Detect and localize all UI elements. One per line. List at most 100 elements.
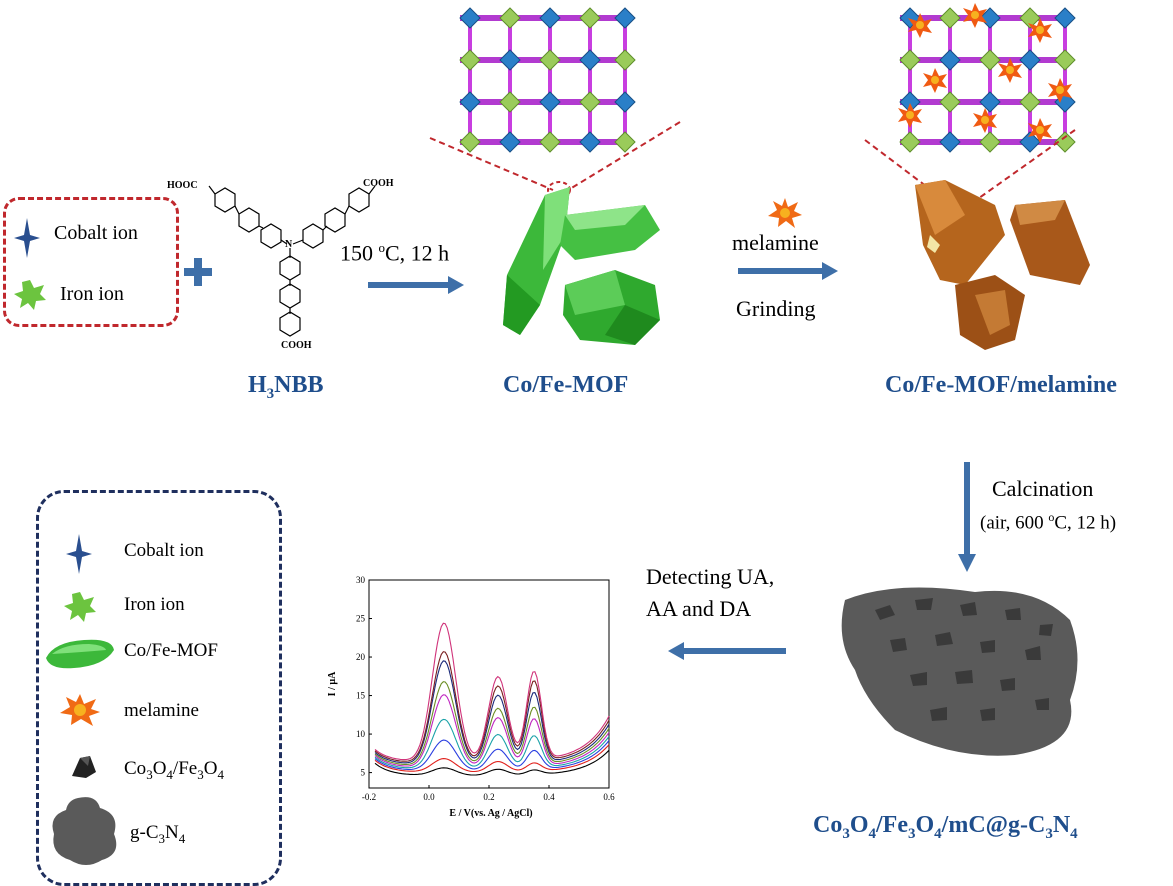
iron-node [614, 49, 636, 71]
iron-node [579, 7, 601, 29]
chart-series-line [374, 739, 610, 770]
linker-bar [548, 18, 552, 60]
legend-mof-label: Co/Fe-MOF [124, 640, 218, 661]
legend-mof-icon [46, 639, 114, 669]
linker-bar [623, 60, 627, 102]
cobalt-node [459, 7, 481, 29]
product3-label: Co3O4/Fe3O4/mC@g-C3N4 [813, 812, 1078, 842]
mof-label: Co/Fe-MOF [503, 372, 629, 398]
step2-action: Grinding [736, 296, 816, 321]
chart-ytick-label: 10 [356, 729, 366, 739]
melamine-small-icon [768, 198, 802, 228]
mof-melamine-lattice-icon [898, 3, 1076, 153]
ligand-structure: HOOC COOH N COOH [167, 178, 394, 351]
linker-bar [988, 18, 992, 60]
iron-node [1054, 131, 1076, 153]
cobalt-node [539, 91, 561, 113]
cobalt-star-icon [14, 218, 40, 258]
melamine-core [1056, 86, 1064, 94]
linker-bar [588, 102, 592, 142]
iron-node [459, 49, 481, 71]
melamine-core [981, 116, 989, 124]
linker-bar [1063, 18, 1067, 60]
iron-node [1019, 7, 1041, 29]
chart-series-line [374, 744, 610, 773]
cobalt-node [939, 49, 961, 71]
linker-bar [948, 60, 952, 102]
iron-node [459, 131, 481, 153]
cobalt-node [579, 49, 601, 71]
melamine-core [1036, 26, 1044, 34]
cobalt-node [499, 49, 521, 71]
legend-oxide-icon [72, 756, 96, 778]
cobalt-node [1054, 7, 1076, 29]
legend-melamine-icon [60, 694, 100, 726]
iron-node [539, 131, 561, 153]
linker-bar [508, 60, 512, 102]
chart-ytick-label: 30 [356, 575, 366, 585]
linker-bar [508, 18, 512, 60]
arrow-step3-icon [958, 462, 976, 572]
legend-box-bottom [36, 490, 282, 886]
ring-bottom-2 [279, 283, 301, 309]
linker-bar [623, 102, 627, 142]
chart-series-line [374, 718, 610, 769]
melamine-core [971, 11, 979, 19]
ring-right-1 [302, 223, 324, 249]
ring-left-1 [214, 187, 236, 213]
ligand-cooh-right: COOH [363, 178, 394, 189]
ring-bottom-3 [279, 311, 301, 337]
step2-reagent: melamine [732, 230, 819, 255]
step3-action: Calcination [992, 476, 1094, 501]
iron-node [899, 49, 921, 71]
iron-star-icon [14, 280, 46, 310]
linker-bar [948, 102, 952, 142]
ring-left-2 [238, 207, 260, 233]
chart-xtick-label: 0.0 [423, 792, 435, 802]
iron-node [614, 131, 636, 153]
chart-ytick-label: 20 [356, 652, 366, 662]
linker-bar [588, 60, 592, 102]
ring-right-3 [348, 187, 370, 213]
iron-node [499, 91, 521, 113]
mof-melamine-label: Co/Fe-MOF/melamine [885, 372, 1117, 398]
legend-box-top [3, 197, 179, 327]
legend-iron-star-icon [64, 592, 96, 622]
melamine-core [1006, 66, 1014, 74]
linker-bar [1063, 102, 1067, 142]
chart-ytick-label: 25 [356, 614, 366, 624]
iron-node [939, 91, 961, 113]
cobalt-node [939, 131, 961, 153]
legend-cobalt-label: Cobalt ion [124, 540, 204, 561]
cobalt-node [579, 131, 601, 153]
arrow-step1-icon [368, 276, 464, 294]
linker-bar [1028, 18, 1032, 60]
chart-series-line [374, 622, 610, 761]
legend-gcn-icon [52, 797, 117, 865]
step4-line2: AA and DA [646, 596, 752, 621]
step4-line1: Detecting UA, [646, 564, 775, 589]
step1-condition: 150 oC, 12 h [340, 240, 450, 266]
step3-condition: (air, 600 oC, 12 h) [980, 510, 1117, 534]
cobalt-node [499, 131, 521, 153]
ligand-n-atom: N [285, 239, 293, 250]
chart-ylabel: I / µA [327, 671, 338, 696]
ligand-label: H3NBB [248, 372, 324, 402]
linker-bar [1063, 60, 1067, 102]
linker-bar [908, 18, 912, 60]
cobalt-node [459, 91, 481, 113]
chart-series-line [374, 694, 610, 767]
legend-melamine-label: melamine [124, 700, 199, 721]
chart-series-line [374, 660, 610, 764]
chart-series-line [374, 749, 610, 776]
iron-node [499, 7, 521, 29]
iron-node [579, 91, 601, 113]
chart-ytick-label: 15 [356, 691, 366, 701]
ring-bottom-1 [279, 255, 301, 281]
linker-bar [588, 18, 592, 60]
linker-bar [548, 102, 552, 142]
gcn-sheet-icon [841, 587, 1078, 756]
chart-xlabel: E / V(vs. Ag / AgCl) [449, 808, 532, 819]
legend-top-iron-label: Iron ion [60, 283, 124, 305]
linker-bar [508, 102, 512, 142]
